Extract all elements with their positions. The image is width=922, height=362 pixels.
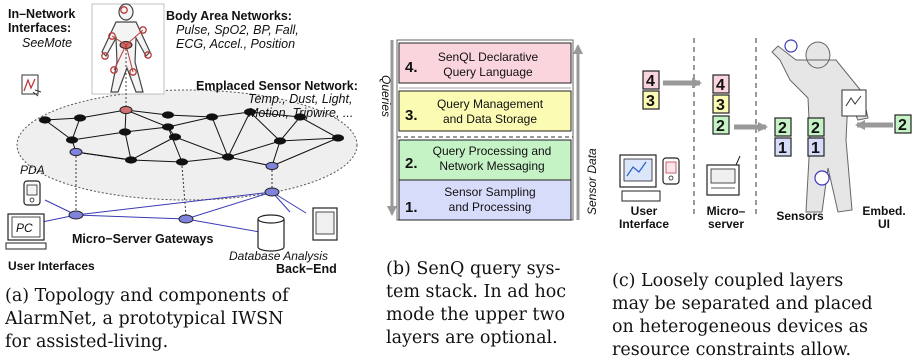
embed-ui-box: 2 <box>894 114 912 134</box>
innet-title-line2: Interfaces: <box>8 21 71 35</box>
database-icon <box>257 214 285 252</box>
sensor-b-box-1: 1 <box>811 140 820 157</box>
ui-layer-boxes: 4 3 <box>642 70 660 110</box>
backend-label: Back−End <box>276 262 337 276</box>
sensor-data-label: Sensor Data <box>585 148 599 215</box>
leg-sensor <box>814 170 830 186</box>
server-box-2: 2 <box>716 118 725 135</box>
embed-ui-label-1: Embed. <box>862 204 905 218</box>
server-layer-boxes: 4 3 2 <box>712 74 730 135</box>
user-interfaces-label: User Interfaces <box>8 259 95 273</box>
sensors-label: Sensors <box>776 209 824 223</box>
layer-1-line1: Sensor Sampling <box>444 185 535 199</box>
sensor-a-box-1: 1 <box>778 140 787 157</box>
seemote-label: SeeMote <box>22 36 72 50</box>
database-analysis-label: Database Analysis <box>229 249 328 263</box>
layer-3-number: 3. <box>405 107 418 124</box>
body-sensor-nodes <box>101 6 152 76</box>
layer-3-line2: and Data Storage <box>443 112 537 126</box>
layer-4-line1: SenQL Declarative <box>438 50 539 64</box>
esn-items-line2: Motion, Tripwire, ... <box>248 106 353 120</box>
caption-a-line3: for assisted-living. <box>5 332 169 352</box>
micro-server-label-2: server <box>708 217 744 231</box>
sensor-a-boxes: 2 1 <box>774 117 792 157</box>
layer-3-box <box>398 90 572 132</box>
caption-b-line2: tem stack. In ad hoc <box>386 282 567 302</box>
layer-1-line2: and Processing <box>449 200 532 214</box>
queries-label: Queries <box>379 75 393 117</box>
caption-a-line1: (a) Topology and components of <box>5 286 289 306</box>
ban-title: Body Area Networks: <box>166 9 292 23</box>
user-interface-label-2: Interface <box>619 217 669 231</box>
ban-bridge-node <box>119 105 133 115</box>
ban-items-line1: Pulse, SpO2, BP, Fall, <box>176 23 299 37</box>
micro-server-gateways <box>68 187 280 224</box>
gateways-label: Micro−Server Gateways <box>72 232 213 246</box>
analysis-terminal-icon <box>312 207 338 241</box>
micro-server-label-1: Micro– <box>707 204 746 218</box>
micro-server-icon <box>706 155 741 196</box>
caption-b-line1: (b) SenQ query sys- <box>386 259 561 279</box>
layer-1-box <box>398 179 572 221</box>
caption-c-line3: on heterogeneous devices as <box>612 317 868 337</box>
esn-title: Emplaced Sensor Network: <box>196 79 358 93</box>
layer-2-line1: Query Processing and <box>433 144 552 158</box>
layer-1-number: 1. <box>405 199 418 216</box>
caption-c-line4: resource constraints allow. <box>612 340 852 360</box>
caption-a-line2: AlarmNet, a prototypical IWSN <box>5 309 284 329</box>
pc-label: PC <box>16 221 33 235</box>
ban-items-line2: ECG, Accel., Position <box>176 37 295 51</box>
seemote-device-icon <box>21 74 42 97</box>
caption-c-line1: (c) Loosely coupled layers <box>612 271 844 291</box>
embed-box-2: 2 <box>898 117 907 134</box>
caption-b: (b) SenQ query sys- tem stack. In ad hoc… <box>386 258 566 350</box>
embed-ui-label-2: UI <box>878 217 890 231</box>
caption-c-line2: may be separated and placed <box>612 294 873 314</box>
layer-2-line2: Network Messaging <box>439 159 544 173</box>
user-interface-label-1: User <box>631 204 658 218</box>
emplaced-sensor-nodes <box>39 108 344 166</box>
caption-c: (c) Loosely coupled layers may be separa… <box>612 270 873 362</box>
pc-icon <box>5 213 47 250</box>
embedded-ui-device <box>841 89 867 117</box>
sensor-a-box-2: 2 <box>778 120 787 137</box>
layer-2-number: 2. <box>405 155 418 172</box>
layer-3-line1: Query Management <box>437 97 544 111</box>
gateway-nodes-in-network <box>69 147 279 171</box>
handheld-device-icon <box>662 157 680 185</box>
layer-4-box <box>398 42 572 84</box>
caption-a: (a) Topology and components of AlarmNet,… <box>5 285 289 354</box>
person-figure <box>91 3 165 95</box>
server-box-4: 4 <box>716 77 725 94</box>
caption-b-line3: mode the upper two <box>386 305 565 325</box>
sensor-b-boxes: 2 1 <box>807 117 825 157</box>
server-box-3: 3 <box>716 97 725 114</box>
layer-2-box <box>398 139 572 181</box>
pda-icon <box>23 180 41 206</box>
ui-box-4: 4 <box>646 73 655 90</box>
innet-title-line1: In–Network <box>8 7 75 21</box>
pda-label: PDA <box>20 163 45 177</box>
sensor-b-box-2: 2 <box>811 120 820 137</box>
caption-b-line4: layers are optional. <box>386 328 558 348</box>
ui-box-3: 3 <box>646 93 655 110</box>
wrist-sensor <box>784 39 798 53</box>
layer-4-number: 4. <box>405 59 418 76</box>
emplaced-network-region <box>16 89 358 201</box>
panel-a: In–Network Interfaces: SeeMote Body Area… <box>5 3 358 276</box>
panel-c: 4 3 4 3 2 2 1 2 1 2 <box>619 38 912 231</box>
panel-b: Queries Sensor Data 4. SenQL Declarative… <box>379 39 599 221</box>
esn-items-line1: Temp., Dust, Light, <box>248 92 352 106</box>
desktop-computer-icon <box>619 154 661 202</box>
layer-4-line2: Query Language <box>443 65 533 79</box>
